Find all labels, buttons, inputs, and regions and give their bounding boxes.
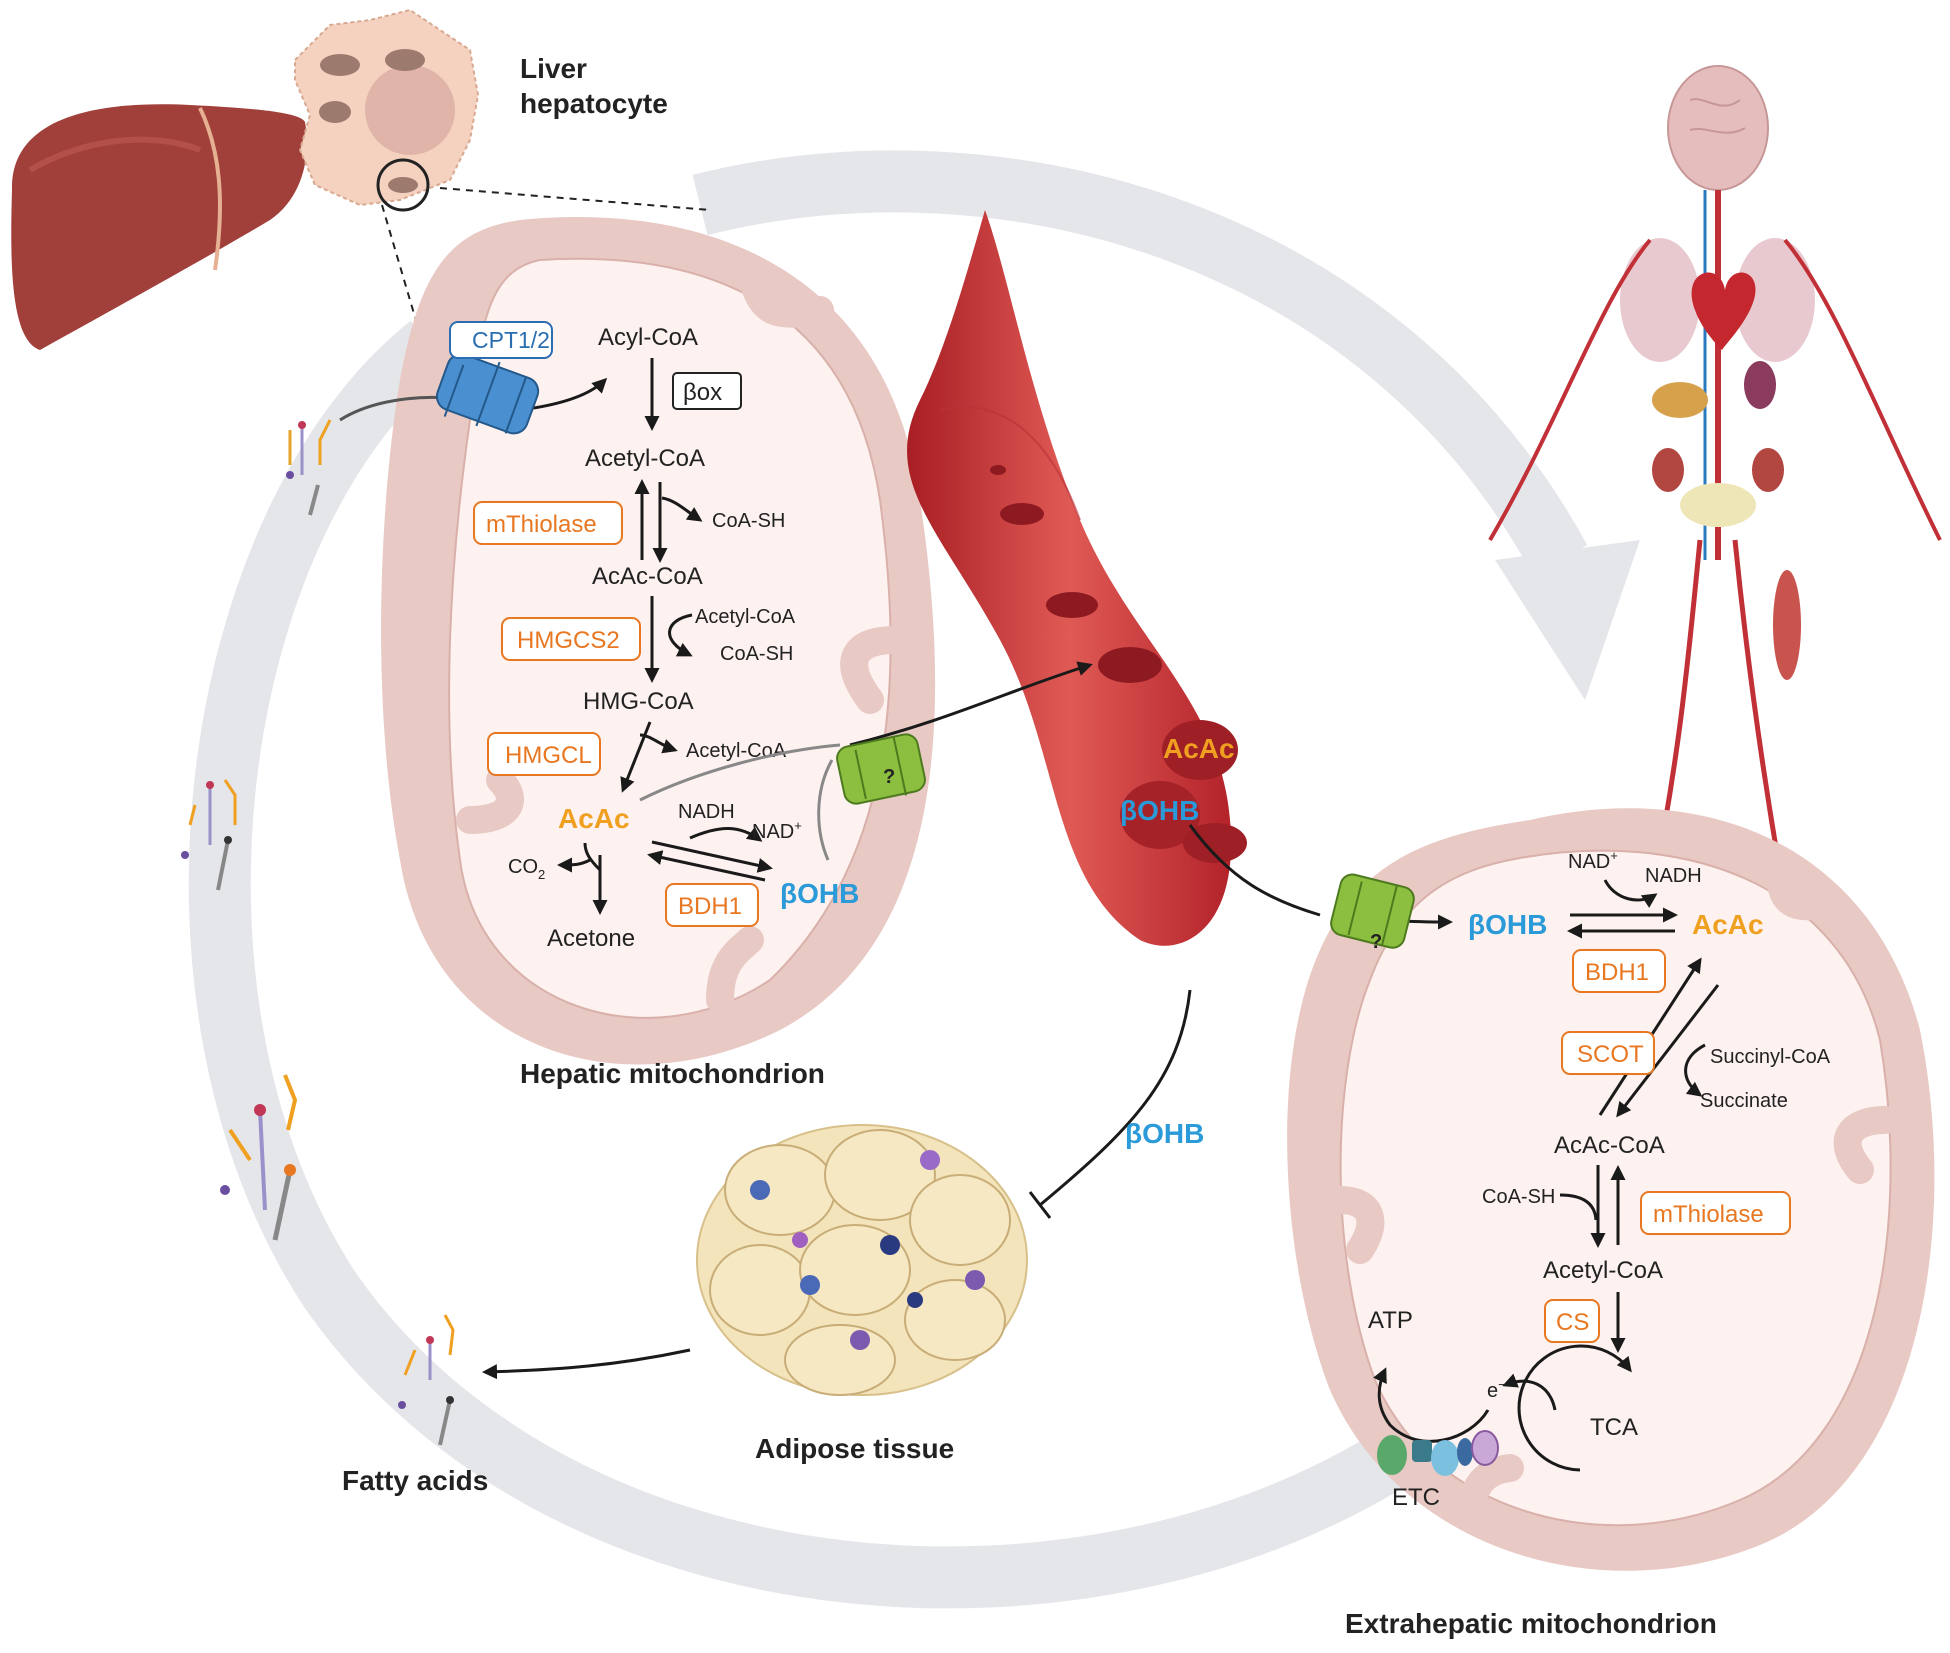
arrow-nadh-nad [689,826,763,842]
arrow-acetyl-release [639,733,678,754]
arrow-scot-down [1616,984,1720,1118]
hepatic-acetyl-coa-out: Acetyl-CoA [686,740,787,762]
arrow-coa-sh-release-1 [661,496,703,522]
electron-label: e− [1487,1377,1506,1402]
tca-label: TCA [1590,1414,1638,1441]
hepatic-acac: AcAc [558,803,630,834]
adipose-label: Adipose tissue [755,1433,954,1464]
extrahepatic-bohb: βOHB [1468,909,1547,940]
arrow-hmgcl [620,721,652,793]
enzyme-hmgcl [487,732,601,776]
arrow-succinyl [1684,1043,1706,1097]
extrahepatic-succinate: Succinate [1700,1090,1788,1112]
hepatic-nadh: NADH [678,801,735,823]
hepatic-ketone-transporter [639,661,1093,861]
extrahepatic-nadh: NADH [1645,865,1702,887]
enzyme-hmgcl-label: HMGCL [505,742,592,769]
arrow-acac-to-bohb [651,840,773,873]
extrahepatic-mitochondrion [1287,808,1935,1571]
etc-label: ETC [1392,1484,1440,1511]
hepatic-acetyl-coa: Acetyl-CoA [585,445,705,472]
blood-vessel [907,210,1247,946]
extrahepatic-ketone-transporter [1188,824,1453,949]
etc-complexes [1377,1430,1499,1476]
extrahepatic-acac-coa: AcAc-CoA [1554,1132,1665,1159]
enzyme-cs [1544,1299,1600,1343]
hepatic-acac-coa: AcAc-CoA [592,563,703,590]
arrow-electron [1502,1373,1557,1411]
liver-hepatocyte-label-1: Liver [520,53,587,84]
arrow-acetyl-in-out [668,613,693,657]
hepatic-nad: NAD+ [752,818,802,843]
arrow-acac-split [583,842,602,872]
enzyme-cs-label: CS [1556,1309,1589,1336]
extrahepatic-acac: AcAc [1692,909,1764,940]
human-body [1488,65,1942,901]
enzyme-scot [1561,1031,1655,1075]
extrahepatic-transporter-question: ? [1370,931,1382,953]
enzyme-bdh1-ext [1572,949,1666,993]
enzyme-mthiolase-ext [1640,1191,1791,1235]
hepatic-co2: CO2 [508,856,545,882]
arrow-nad-nadh-ext [1603,879,1658,908]
enzyme-hmgcs2-label: HMGCS2 [517,627,620,654]
hepatic-transporter-question: ? [883,766,895,788]
fatty-acids-label: Fatty acids [342,1465,488,1496]
enzyme-mthiolase-ext-label: mThiolase [1653,1201,1764,1228]
extrahepatic-succinyl-coa: Succinyl-CoA [1710,1046,1831,1068]
enzyme-bdh1-ext-label: BDH1 [1585,959,1649,986]
beta-ox-label: βox [683,379,722,406]
liver-hepatocyte-label-2: hepatocyte [520,88,668,119]
arrow-atp [1373,1367,1490,1443]
hepatic-mito-title: Hepatic mitochondrion [520,1058,825,1089]
vessel-bohb: βOHB [1120,795,1199,826]
atp-label: ATP [1368,1307,1413,1334]
arrow-adipose-to-fatty-acids [482,1348,691,1380]
hepatic-acyl-coa: Acyl-CoA [598,324,698,351]
enzyme-scot-label: SCOT [1577,1041,1644,1068]
arrow-coa-sh-in [1559,1193,1598,1221]
arrow-bohb-to-acac [647,850,766,882]
hepatic-acetone: Acetone [547,925,635,952]
adipose-tissue [696,1124,1028,1396]
extrahepatic-mito-title: Extrahepatic mitochondrion [1345,1608,1717,1639]
extrahepatic-acetyl-coa: Acetyl-CoA [1543,1257,1663,1284]
cpt-label: CPT1/2 [472,327,550,353]
enzyme-bdh1-hepatic [665,883,759,927]
fatty-acid-glyphs [181,419,455,1446]
hepatic-hmg-coa: HMG-CoA [583,688,694,715]
cycle-arrow [188,150,1640,1609]
enzyme-mthiolase-hepatic [473,501,623,545]
extrahepatic-coa-sh: CoA-SH [1482,1186,1555,1208]
cpt-transporter [339,353,608,435]
inhibition-bar [1028,1191,1052,1219]
hepatic-acetyl-coa-in: Acetyl-CoA [695,606,796,628]
cpt-label-box [449,321,553,359]
vessel-acac: AcAc [1163,733,1235,764]
extrahepatic-nad: NAD+ [1568,848,1618,873]
hepatic-bohb: βOHB [780,878,859,909]
enzyme-mthiolase-hepatic-label: mThiolase [486,511,597,538]
inhibition-line [1039,989,1192,1207]
beta-ox-box [672,372,742,410]
adipose-bohb: βOHB [1125,1118,1204,1149]
hepatocyte-cell [294,8,711,369]
liver-illustration [11,104,307,351]
enzyme-hmgcs2 [501,617,641,661]
hepatic-coa-sh-2: CoA-SH [720,643,793,665]
hepatic-coa-sh-1: CoA-SH [712,510,785,532]
arrow-co2 [557,857,591,873]
enzyme-bdh1-hepatic-label: BDH1 [678,893,742,920]
